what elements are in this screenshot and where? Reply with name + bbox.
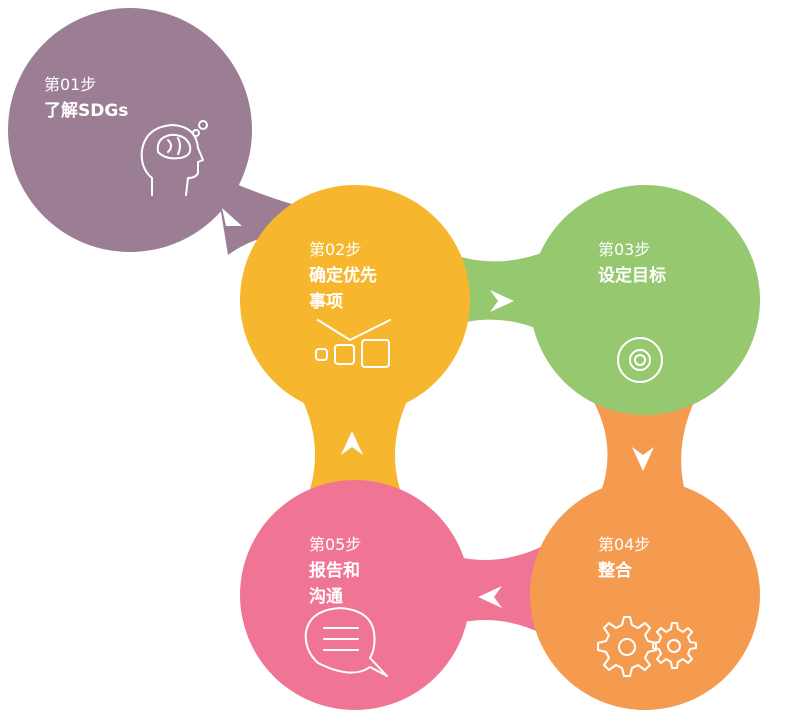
step5-title-line1: 报告和 — [309, 561, 360, 581]
target-icon — [617, 337, 663, 383]
speech-bubble-icon — [304, 607, 388, 677]
head-brain-icon — [140, 120, 208, 196]
step1-label: 第01步 了解SDGs — [44, 72, 128, 124]
step5-label: 第05步 报告和 沟通 — [309, 532, 361, 610]
connector-step2-step3 — [440, 245, 560, 340]
step4-title: 整合 — [598, 561, 632, 581]
step2-title-line1: 确定优先 — [309, 266, 377, 286]
step1-circle — [8, 8, 252, 252]
step2-label: 第02步 确定优先 事项 — [309, 237, 377, 315]
step5-circle — [240, 480, 470, 710]
arrow-5-to-2 — [341, 431, 363, 455]
arrow-1-to-2 — [222, 208, 242, 226]
step3-label: 第03步 设定目标 — [598, 237, 666, 289]
step2-number: 第02步 — [309, 240, 362, 259]
step4-label: 第04步 整合 — [598, 532, 650, 584]
step4-number: 第04步 — [598, 535, 651, 554]
step3-number: 第03步 — [598, 240, 651, 259]
connector-step1-step2 — [215, 175, 300, 255]
priority-boxes-icon — [315, 319, 391, 368]
step2-circle — [240, 185, 470, 415]
gears-icon — [597, 616, 697, 677]
step1-number: 第01步 — [44, 75, 97, 94]
arrow-3-to-4 — [632, 447, 654, 471]
step2-title-line2: 事项 — [309, 292, 343, 312]
step1-title: 了解SDGs — [44, 101, 129, 121]
arrow-2-to-3 — [490, 290, 514, 312]
step3-circle — [530, 185, 760, 415]
step5-number: 第05步 — [309, 535, 362, 554]
step4-circle — [530, 480, 760, 710]
step3-title: 设定目标 — [598, 266, 666, 286]
arrow-4-to-5 — [478, 586, 502, 608]
step5-title-line2: 沟通 — [309, 587, 343, 607]
